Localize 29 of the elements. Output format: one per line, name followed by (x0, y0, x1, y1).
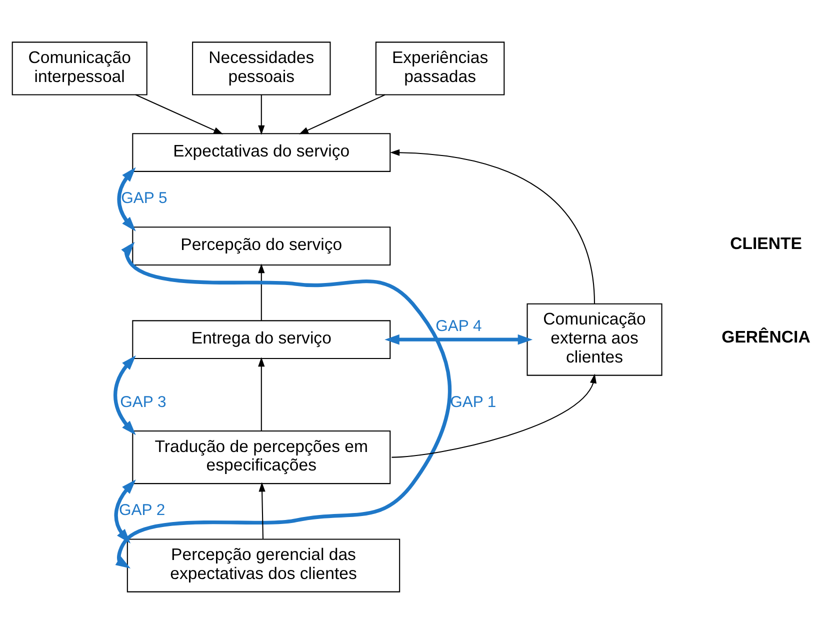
arrow (392, 374, 597, 458)
arrow (113, 355, 136, 436)
arrow (135, 94, 224, 134)
arrow (298, 94, 386, 134)
edge-label: GAP 3 (120, 394, 166, 411)
node-box: Tradução de percepções em especificações (132, 430, 391, 484)
arrow (114, 479, 136, 544)
edge-label: GAP 1 (450, 394, 496, 411)
node-box: Percepção do serviço (132, 226, 391, 266)
arrow (258, 357, 265, 432)
node-box: Expectativas do serviço (132, 133, 391, 172)
arrow (115, 242, 452, 568)
arrow (258, 264, 265, 321)
label: GERÊNCIA (722, 328, 810, 347)
node-box: Percepção gerencial das expectativas dos clientes (126, 538, 400, 592)
edge-label: GAP 5 (121, 190, 168, 207)
arrow (384, 334, 533, 345)
label: CLIENTE (730, 234, 802, 254)
edge-label: GAP 2 (119, 502, 166, 520)
arrow (117, 167, 136, 232)
node-box: Entrega do serviço (132, 320, 391, 360)
node-box: Comunicação externa aos clientes (526, 303, 662, 376)
edge-label: GAP 4 (436, 318, 482, 336)
node-box: Necessidades pessoais (192, 42, 331, 96)
node-box: Experiências passadas (375, 42, 505, 96)
arrow (258, 95, 265, 135)
arrow (390, 149, 596, 304)
arrow (258, 482, 266, 539)
node-box: Comunicação interpessoal (12, 42, 148, 96)
